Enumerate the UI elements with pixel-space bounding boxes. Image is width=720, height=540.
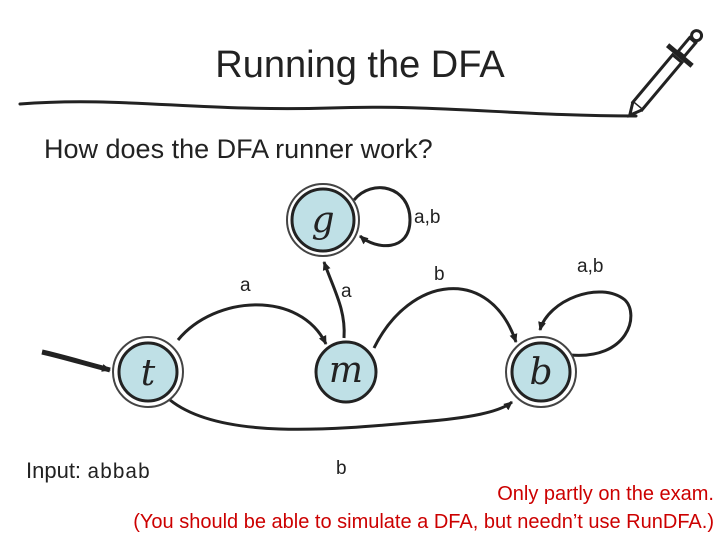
label-b-loop: a,b	[577, 256, 603, 277]
edge-m-to-g	[322, 261, 346, 339]
edge-m-to-b	[372, 287, 518, 349]
exam-note: Only partly on the exam. (You should be …	[133, 480, 714, 536]
sword-icon	[627, 29, 704, 118]
edge-g-loop	[352, 186, 412, 248]
label-m-to-b: b	[434, 264, 445, 285]
start-arrow	[41, 349, 111, 373]
exam-note-line2: (You should be able to simulate a DFA, b…	[133, 511, 714, 533]
state-m: m	[314, 340, 378, 404]
state-b-label: b	[529, 352, 552, 393]
input-label: Input:	[26, 458, 82, 483]
label-t-to-b: b	[336, 458, 347, 479]
state-t: t	[112, 336, 184, 408]
label-g-loop: a,b	[414, 207, 440, 228]
state-t-label: t	[141, 353, 156, 394]
edge-t-to-b	[169, 398, 513, 431]
title-underline	[18, 100, 638, 118]
edge-t-to-m	[176, 303, 328, 345]
state-g-label: g	[311, 200, 334, 241]
state-m-label: m	[329, 350, 363, 391]
state-g: g	[286, 183, 360, 257]
input-value: abbab	[87, 462, 151, 485]
exam-note-line1: Only partly on the exam.	[497, 483, 714, 505]
label-t-to-m: a	[240, 275, 251, 296]
state-b: b	[505, 336, 577, 408]
slide-title: Running the DFA	[215, 44, 505, 86]
label-m-to-g: a	[341, 281, 352, 302]
slide-subtitle: How does the DFA runner work?	[44, 134, 433, 164]
input-line: Input: abbab	[26, 458, 150, 485]
edge-b-loop	[538, 290, 633, 357]
